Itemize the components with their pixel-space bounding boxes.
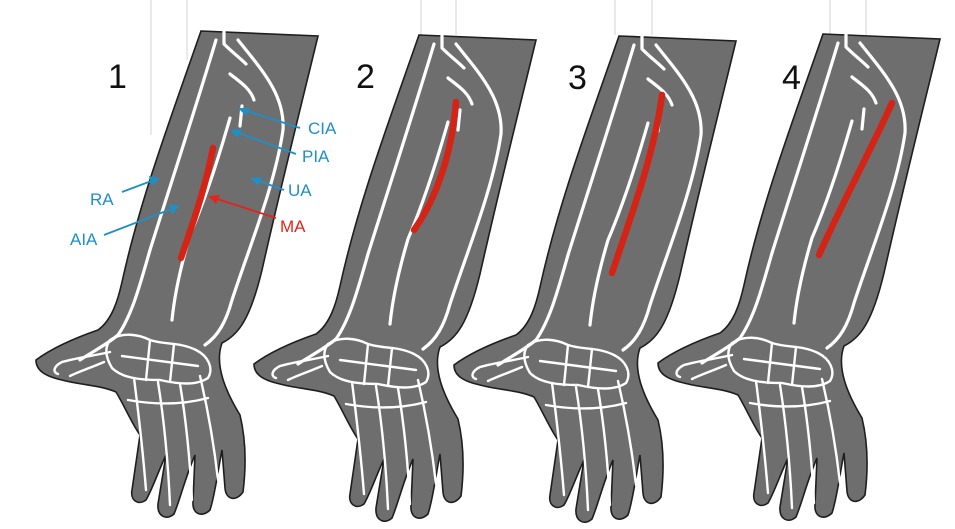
cia-label: CIA (308, 119, 337, 138)
arm-illustration (36, 30, 318, 517)
panel-1: 1 (36, 30, 318, 517)
ua-label: UA (288, 181, 312, 200)
panel-number: 2 (356, 58, 375, 96)
aia-label: AIA (70, 230, 98, 249)
panel-number: 3 (568, 59, 587, 97)
ma-label: MA (280, 217, 306, 236)
ra-label: RA (90, 190, 114, 209)
pia-label: PIA (302, 147, 330, 166)
panel-number: 1 (108, 58, 127, 96)
panel-number: 4 (782, 59, 801, 97)
